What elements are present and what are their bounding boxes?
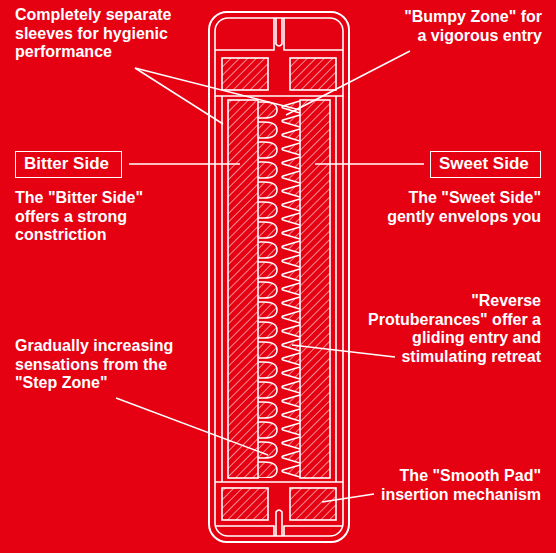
top-pad xyxy=(222,58,268,90)
left-knobs xyxy=(258,100,279,478)
leader-line xyxy=(116,398,268,455)
casing-line xyxy=(221,96,223,482)
top-slit xyxy=(276,18,282,46)
cap-pads xyxy=(222,58,336,520)
casing-line xyxy=(335,96,337,482)
bottom-pad xyxy=(222,488,268,520)
box-heading: Sweet Side xyxy=(439,154,529,174)
callout-label: The "Bitter Side" offers a strong constr… xyxy=(15,189,165,245)
callout-label: "Bumpy Zone" for a vigorous entry xyxy=(397,8,542,45)
bottom-pad xyxy=(290,488,336,520)
callout-text: "Bumpy Zone" for a vigorous entry xyxy=(397,8,542,45)
leader-line xyxy=(315,163,424,165)
callout-text: "Reverse Protuberances" offer a gliding … xyxy=(349,292,541,366)
leader-line xyxy=(135,68,223,124)
callout-text: The "Sweet Side" gently envelops you xyxy=(371,189,541,226)
label-box: Sweet Side xyxy=(430,151,541,178)
right-sleeve xyxy=(300,100,330,478)
leader-line xyxy=(286,51,410,115)
callout-text: The "Smooth Pad" insertion mechanism xyxy=(366,467,541,504)
callout-label: Completely separate sleeves for hygienic… xyxy=(15,6,200,62)
right-fins xyxy=(280,100,300,478)
leader-line xyxy=(129,163,240,165)
callout-label: The "Sweet Side" gently envelops you xyxy=(371,189,541,226)
leader-lines xyxy=(116,51,424,502)
callout-text: Completely separate sleeves for hygienic… xyxy=(15,6,200,62)
label-box: Bitter Side xyxy=(15,151,122,178)
callout-text: Gradually increasing sensations from the… xyxy=(15,337,190,393)
leader-line xyxy=(322,494,374,502)
sleeve-bottom-line xyxy=(215,481,343,483)
top-pad xyxy=(290,58,336,90)
top-cap-line xyxy=(215,18,343,50)
callout-label: Gradually increasing sensations from the… xyxy=(15,337,190,393)
bottom-cap-line xyxy=(215,526,343,536)
leader-line xyxy=(135,68,300,110)
sleeves xyxy=(228,100,330,478)
box-heading: Bitter Side xyxy=(24,154,109,174)
callout-text: The "Bitter Side" offers a strong constr… xyxy=(15,189,165,245)
bottom-slit xyxy=(276,510,282,536)
leader-line xyxy=(292,345,395,357)
left-sleeve xyxy=(228,100,258,478)
callout-label: "Reverse Protuberances" offer a gliding … xyxy=(349,292,541,366)
callout-label: The "Smooth Pad" insertion mechanism xyxy=(366,467,541,504)
